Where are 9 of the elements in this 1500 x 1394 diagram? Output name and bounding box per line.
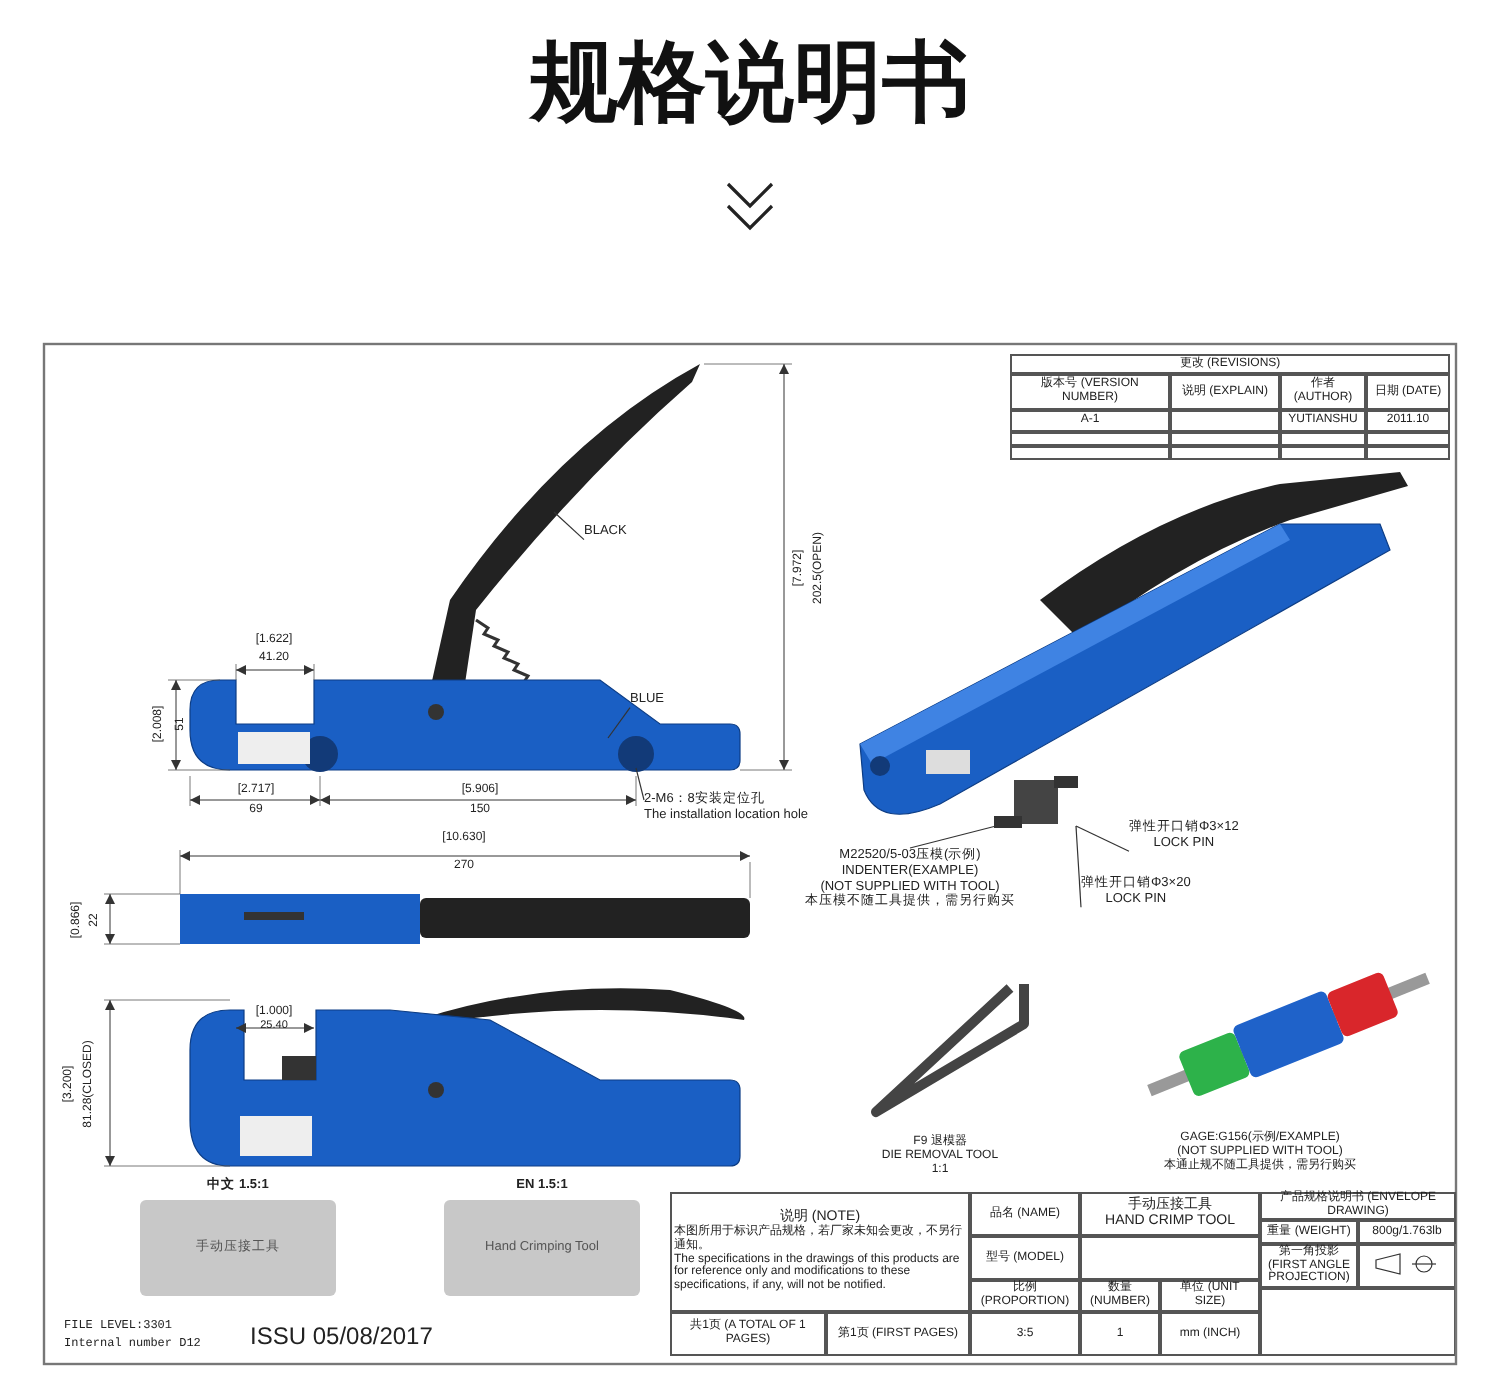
- leader-line: [909, 825, 997, 849]
- leader-line: [1075, 825, 1130, 852]
- die-block-drawing: [994, 776, 1078, 828]
- leader-line: [553, 511, 585, 541]
- leader-line: [1075, 825, 1082, 908]
- file-note: ISSU 05/08/2017: [250, 1324, 433, 1351]
- page-title: 规格说明书: [530, 36, 970, 133]
- leader-line: [607, 707, 631, 739]
- leader-line: [635, 767, 645, 801]
